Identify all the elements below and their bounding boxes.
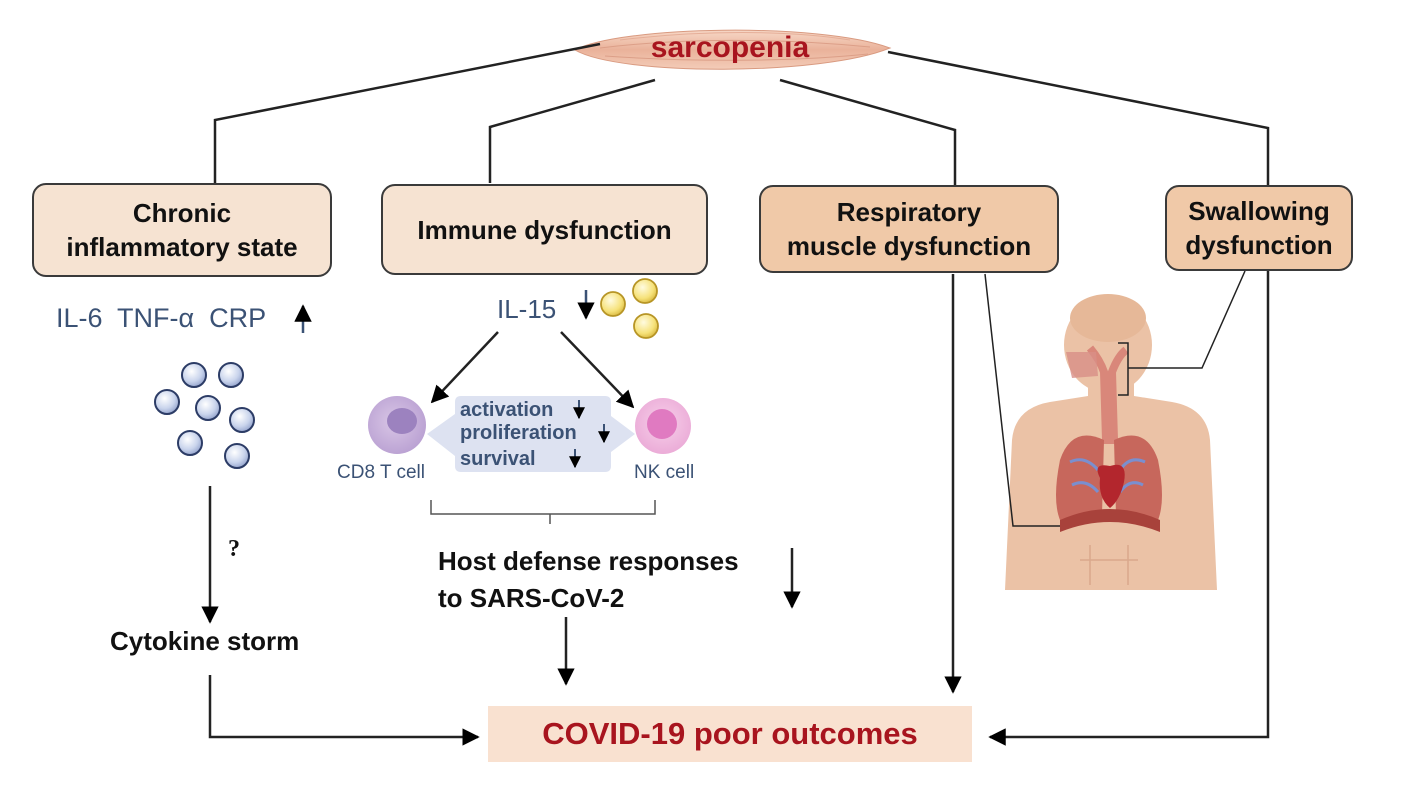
respiratory-callout [984,273,1060,527]
swallowing-to-outcome-arrow [988,271,1270,746]
chronic-inflammation-line2: inflammatory state [66,232,298,262]
unknown-link-label: ? [228,536,240,562]
il15-molecule-icon [600,278,659,339]
immune-dysfunction-box: Immune dysfunction [381,184,708,275]
cd8-t-cell-label: CD8 T cell [337,462,425,483]
immune-dysfunction-label: Immune dysfunction [417,214,672,245]
swallowing-bracket [1118,342,1129,396]
cd8-t-cell-icon [368,396,426,454]
survival-label: survival [460,448,536,470]
respiratory-dysfunction-box: Respiratory muscle dysfunction [759,185,1059,273]
swallowing-line1: Swallowing [1188,196,1330,226]
covid-outcome-label: COVID-19 poor outcomes [542,716,918,751]
branch-connectors [213,42,1270,185]
respiratory-line1: Respiratory [836,197,982,227]
inflammatory-markers: IL-6 TNF-α CRP [56,303,267,333]
chronic-inflammation-line1: Chronic [132,198,232,228]
cells-brace [430,500,656,524]
human-torso-icon [1005,294,1217,590]
respiratory-line2: muscle dysfunction [786,231,1032,261]
sarcopenia-title: sarcopenia [650,31,810,64]
il15-label: IL-15 [497,294,557,324]
effects-down-arrows [569,400,610,469]
cytokine-cell-icon [154,362,255,469]
il15-to-cd8-arrow [430,331,499,404]
nk-cell-label: NK cell [634,462,695,483]
activation-label: activation [460,399,554,421]
covid-outcome-box: COVID-19 poor outcomes [488,706,972,762]
proliferation-label: proliferation [460,422,577,444]
swallowing-line2: dysfunction [1185,230,1333,260]
il15-to-nk-arrow [560,331,635,409]
swallowing-dysfunction-box: Swallowing dysfunction [1165,185,1353,271]
cytokine-storm-label: Cytokine storm [110,626,300,656]
storm-to-outcome-arrow [208,675,480,746]
host-defense-line2: to SARS-CoV-2 [438,583,625,613]
nk-cell-icon [635,398,691,454]
swallowing-callout [1128,270,1246,369]
muscle-fiber-icon [573,29,892,70]
chronic-inflammation-box: Chronic inflammatory state [32,183,332,277]
host-defense-line1: Host defense responses [438,546,739,576]
